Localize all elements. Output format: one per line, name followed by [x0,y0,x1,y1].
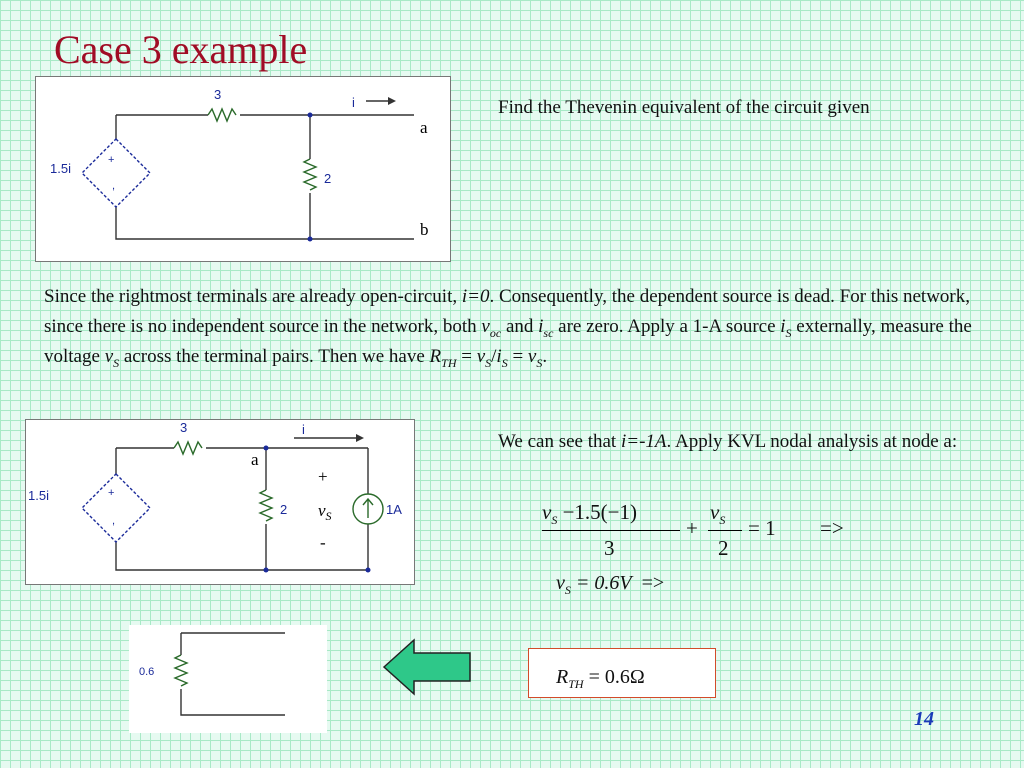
vs-plus: + [318,467,328,486]
fraction-bar-1 [542,530,680,531]
node-a-label-2: a [251,450,259,469]
rth-result: RTH = 0.6Ω [556,666,645,691]
node-b-label: b [420,220,429,239]
page-number: 14 [914,708,934,730]
implies-arrow-1: => [820,516,844,540]
svg-text:,: , [112,180,115,192]
resistor-2-label: 2 [324,171,331,186]
equivalent-circuit: 0.6 [129,625,327,733]
resistor-2-label-2: 2 [280,502,287,517]
svg-text:+: + [108,154,114,166]
source-label: 1.5i [50,161,71,176]
node-a-label: a [420,118,428,137]
source-label-2: 1.5i [28,488,49,503]
slide-title: Case 3 example [54,27,308,72]
left-arrow-icon [382,638,471,696]
circuit-diagram-1: + , 3 2 1.5i i a b [35,76,451,262]
vs-label: vS [318,501,332,523]
fraction-bar-2 [708,530,742,531]
intro-text: Find the Thevenin equivalent of the circ… [498,97,870,118]
rth-result-box [528,648,716,698]
kvl-equation-plus: + [686,516,698,540]
resistor-3-label: 3 [214,87,221,102]
vs-minus: - [320,533,326,552]
kvl-text: We can see that i=-1A. Apply KVL nodal a… [498,431,958,452]
resistor-3-label-2: 3 [180,420,187,435]
explanation-paragraph: Since the rightmost terminals are alread… [44,286,972,370]
resistor-0-6-label: 0.6 [139,666,154,678]
current-source-label: 1A [386,502,402,517]
vs-result: vS = 0.6V => [556,572,665,597]
kvl-equation-rhs: = 1 [748,516,776,540]
kvl-equation-num2: vS [710,500,726,528]
current-label-2: i [302,422,305,437]
svg-text:+: + [108,487,114,499]
current-label: i [352,95,355,110]
kvl-equation-den2: 2 [718,536,729,560]
kvl-equation-num1: vS −1.5(−1) [542,500,638,528]
svg-text:,: , [112,515,115,527]
circuit-diagram-2: + , 3 2 1.5i i 1A a + vS - [25,419,415,585]
kvl-equation-den1: 3 [604,536,615,560]
